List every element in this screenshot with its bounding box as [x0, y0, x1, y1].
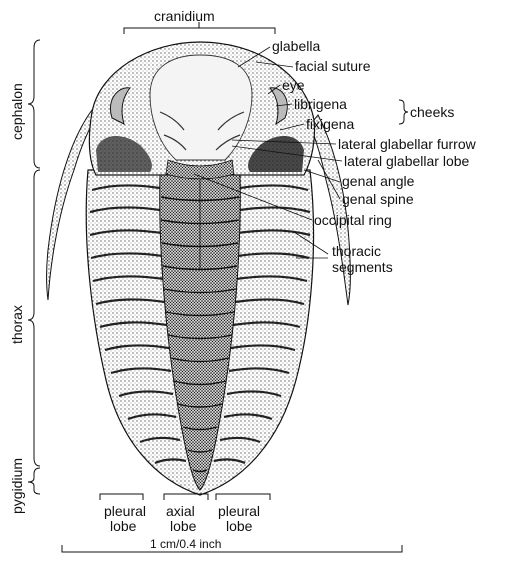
label-thorax: thorax	[9, 305, 25, 344]
pleural-right-brace	[216, 494, 270, 500]
glabella-shape	[150, 55, 252, 160]
label-pleural-right-1: pleural	[218, 503, 260, 519]
cheeks-brace	[399, 100, 408, 124]
label-librigena: librigena	[294, 96, 347, 112]
label-genal-spine: genal spine	[342, 191, 414, 207]
label-pleural-right-2: lobe	[226, 518, 253, 534]
label-cranidium: cranidium	[154, 8, 215, 24]
label-axial-1: axial	[166, 503, 195, 519]
label-genal-angle: genal angle	[342, 173, 415, 189]
label-pygidium: pygidium	[9, 458, 25, 514]
label-cheeks: cheeks	[410, 104, 454, 120]
label-occipital-ring: occipital ring	[314, 212, 392, 228]
label-glabella: glabella	[272, 38, 320, 54]
label-cephalon: cephalon	[9, 83, 25, 140]
label-axial-2: lobe	[170, 518, 197, 534]
pygidium-brace	[28, 468, 40, 494]
scale-bar	[62, 545, 402, 552]
label-lateral-glabellar-furrow: lateral glabellar furrow	[338, 136, 477, 152]
label-fixigena: fixigena	[306, 116, 354, 132]
thorax-brace	[28, 170, 40, 466]
label-facial-suture: facial suture	[295, 58, 371, 74]
label-lateral-glabellar-lobe: lateral glabellar lobe	[344, 153, 470, 169]
label-thoracic: thoracic	[332, 243, 381, 259]
label-pleural-left-1: pleural	[104, 503, 146, 519]
label-eye: eye	[282, 77, 305, 93]
label-pleural-left-2: lobe	[110, 518, 137, 534]
label-segments: segments	[332, 259, 393, 275]
cephalon-brace	[28, 40, 40, 168]
label-scale: 1 cm/0.4 inch	[150, 537, 221, 551]
pleural-left-brace	[100, 494, 143, 500]
